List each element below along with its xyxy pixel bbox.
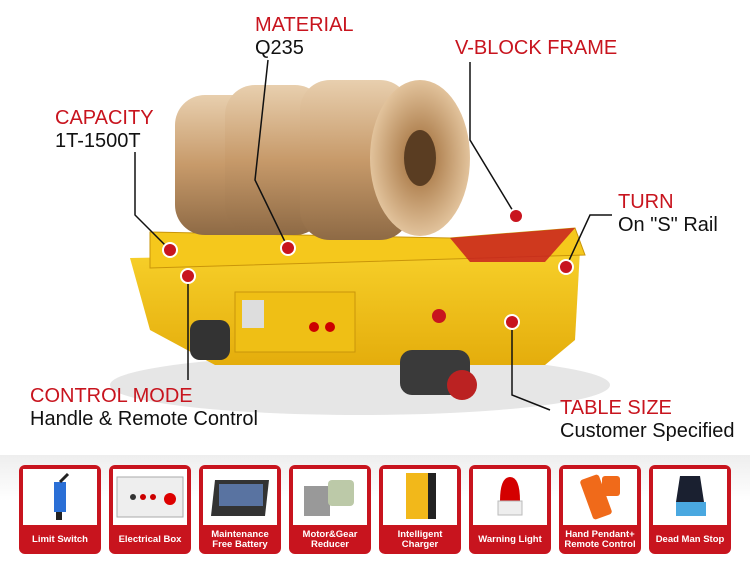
transfer-cart-illustration <box>110 59 612 415</box>
component-label: Electrical Box <box>118 533 182 545</box>
component-label: Intelligent Charger <box>397 528 443 550</box>
capacity-marker <box>162 242 178 258</box>
battery-icon <box>203 469 277 525</box>
component-label: Dead Man Stop <box>655 533 725 545</box>
material-title: MATERIAL <box>255 14 354 36</box>
component-label: Warning Light <box>478 533 542 545</box>
component-card: Intelligent Charger <box>379 465 461 554</box>
material-marker <box>280 240 296 256</box>
component-label: Maintenance Free Battery <box>211 528 269 550</box>
sensor-icon <box>653 469 727 525</box>
control-mode-title: CONTROL MODE <box>30 385 193 407</box>
table-size-value: Customer Specified <box>560 420 735 442</box>
capacity-value: 1T-1500T <box>55 130 141 152</box>
component-card: Electrical Box <box>109 465 191 554</box>
component-label: Hand Pendant+ Remote Control <box>564 528 636 550</box>
table-size-marker <box>504 314 520 330</box>
turn-value: On "S" Rail <box>618 214 718 236</box>
component-label: Limit Switch <box>32 533 88 545</box>
component-card: Limit Switch <box>19 465 101 554</box>
v-block-marker <box>508 208 524 224</box>
control-mode-value: Handle & Remote Control <box>30 408 258 430</box>
component-cards: Limit Switch Electrical Box Maintenance … <box>19 465 731 554</box>
component-card: Hand Pendant+ Remote Control <box>559 465 641 554</box>
motor-icon <box>293 469 367 525</box>
table-size-title: TABLE SIZE <box>560 397 672 419</box>
remote-icon <box>563 469 637 525</box>
control-mode-marker <box>180 268 196 284</box>
turn-marker <box>558 259 574 275</box>
electrical-box-icon <box>113 469 187 525</box>
warning-light-icon <box>473 469 547 525</box>
turn-title: TURN <box>618 191 674 213</box>
component-card: Warning Light <box>469 465 551 554</box>
limit-switch-icon <box>23 469 97 525</box>
capacity-title: CAPACITY <box>55 107 154 129</box>
v-block-title: V-BLOCK FRAME <box>455 37 618 59</box>
component-card: Dead Man Stop <box>649 465 731 554</box>
component-card: Motor&Gear Reducer <box>289 465 371 554</box>
component-card: Maintenance Free Battery <box>199 465 281 554</box>
charger-icon <box>383 469 457 525</box>
material-value: Q235 <box>255 37 304 59</box>
component-label: Motor&Gear Reducer <box>302 528 358 550</box>
